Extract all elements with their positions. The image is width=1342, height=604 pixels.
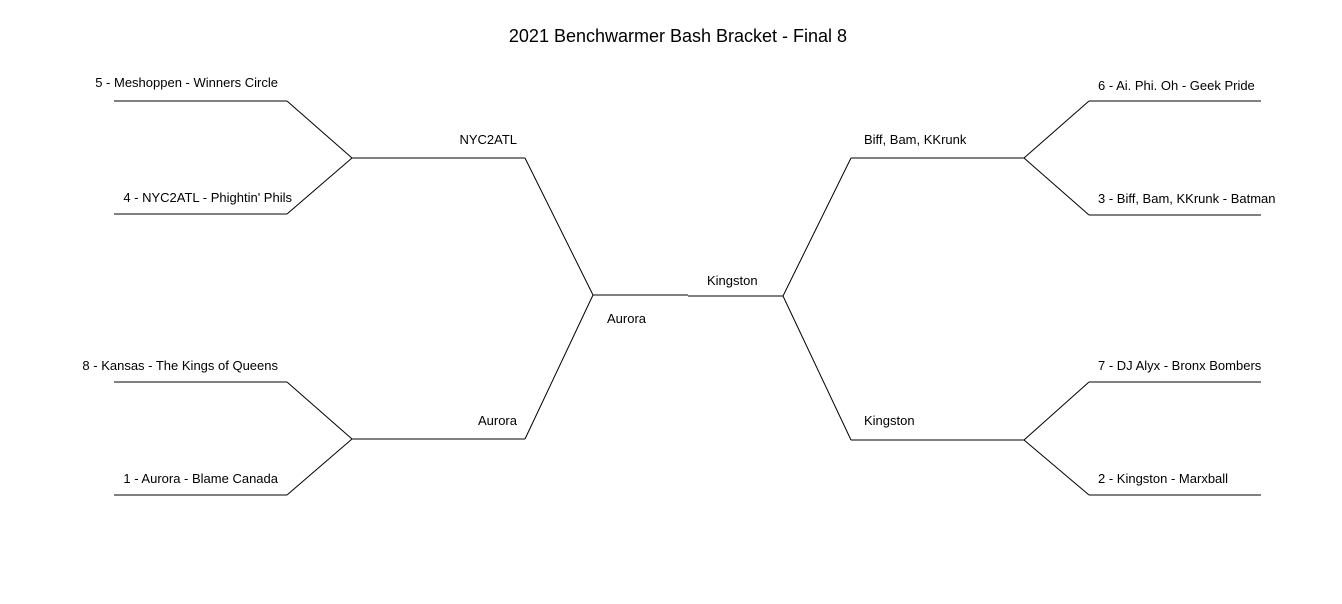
- connector-sr2: [782, 295, 852, 441]
- final-label-left: Aurora: [607, 311, 647, 326]
- connector-l2: [286, 157, 353, 215]
- team-label-r1: 6 - Ai. Phi. Oh - Geek Pride: [1098, 78, 1255, 93]
- team-label-r4: 2 - Kingston - Marxball: [1098, 471, 1229, 486]
- connector-l4: [286, 438, 353, 496]
- bracket-title: 2021 Benchwarmer Bash Bracket - Final 8: [508, 26, 848, 46]
- connector-r3: [1023, 381, 1090, 441]
- connector-sl2: [524, 294, 594, 440]
- connector-sl1: [524, 157, 594, 296]
- connector-l1: [286, 100, 353, 159]
- team-label-l2: 4 - NYC2ATL - Phightin' Phils: [123, 190, 292, 205]
- connector-r2: [1023, 157, 1090, 216]
- team-label-l4: 1 - Aurora - Blame Canada: [123, 471, 278, 486]
- team-label-l3: 8 - Kansas - The Kings of Queens: [82, 358, 278, 373]
- semi-label-r1: Biff, Bam, KKrunk: [864, 132, 967, 147]
- connector-l3: [286, 381, 353, 440]
- team-label-r2: 3 - Biff, Bam, KKrunk - Batman: [1098, 191, 1276, 206]
- final-label-right: Kingston: [707, 273, 758, 288]
- connector-sr1: [782, 157, 852, 297]
- team-label-r3: 7 - DJ Alyx - Bronx Bombers: [1098, 358, 1262, 373]
- connector-r4: [1023, 439, 1090, 496]
- connector-r1: [1023, 100, 1090, 159]
- team-label-l1: 5 - Meshoppen - Winners Circle: [95, 75, 278, 90]
- semi-label-l1: NYC2ATL: [459, 132, 517, 147]
- semi-label-l2: Aurora: [477, 413, 517, 428]
- semi-label-r2: Kingston: [864, 413, 915, 428]
